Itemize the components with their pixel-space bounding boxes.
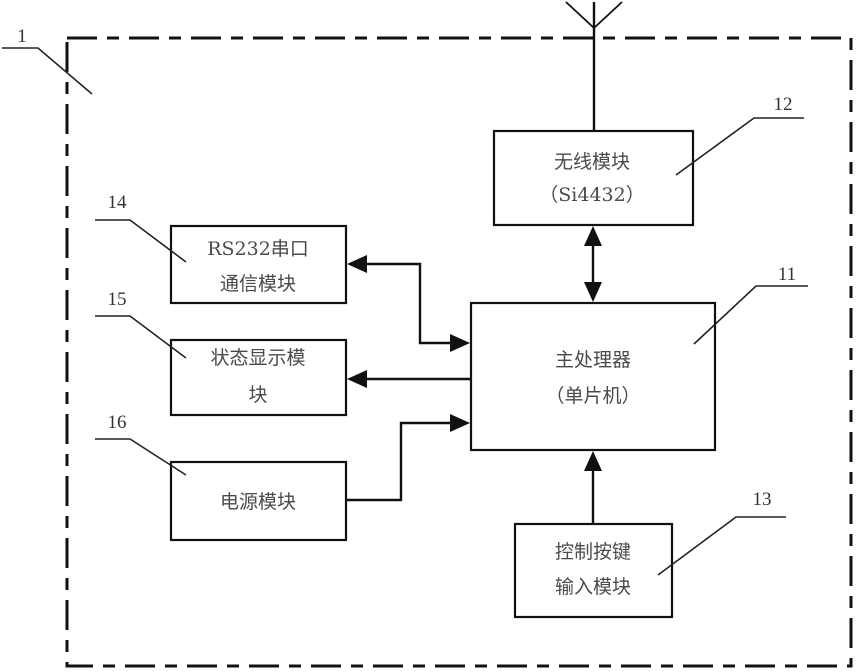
connector-keypad-processor xyxy=(584,451,602,523)
main-processor-block[interactable]: 主处理器 （单片机） xyxy=(469,301,717,452)
ref-label-14: 14 xyxy=(108,192,128,213)
connector-processor-status xyxy=(347,370,470,388)
leader-line-14 xyxy=(95,219,187,263)
arrow-left-icon xyxy=(347,255,367,273)
ref-label-16: 16 xyxy=(108,412,127,433)
ref-label-12: 12 xyxy=(774,94,793,115)
status-display-module-block[interactable]: 状态显示模 块 xyxy=(169,338,348,417)
status-label-line2: 块 xyxy=(248,384,267,406)
leader-line-15 xyxy=(95,315,187,359)
connector-power-processor xyxy=(346,414,470,502)
arrow-right-icon xyxy=(450,414,470,432)
leader-line-1 xyxy=(2,47,93,95)
status-label-line1: 状态显示模 xyxy=(210,347,305,369)
leader-line-11 xyxy=(693,285,808,345)
ref-label-11: 11 xyxy=(778,264,796,285)
wireless-module-label-line2: （Si4432） xyxy=(539,184,644,206)
wireless-module-label-line1: 无线模块 xyxy=(554,151,630,173)
enclosure-frame xyxy=(65,36,853,668)
connector-rs232-processor xyxy=(347,255,470,352)
main-processor-label-line2: （单片机） xyxy=(545,385,640,407)
keypad-label-line2: 输入模块 xyxy=(555,576,631,598)
power-label: 电源模块 xyxy=(220,491,296,513)
keypad-input-module-block[interactable]: 控制按键 输入模块 xyxy=(513,522,674,619)
ref-label-13: 13 xyxy=(753,489,772,510)
ref-label-1: 1 xyxy=(17,26,27,47)
power-module-block[interactable]: 电源模块 xyxy=(169,460,348,542)
wireless-module-block[interactable]: 无线模块 （Si4432） xyxy=(492,129,695,227)
main-processor-label-line1: 主处理器 xyxy=(555,349,631,371)
arrow-up-icon xyxy=(584,451,602,471)
rs232-label-line2: 通信模块 xyxy=(220,273,296,295)
leader-line-13 xyxy=(657,516,786,576)
rs232-label-line1: RS232串口 xyxy=(207,238,309,260)
arrow-up-icon xyxy=(584,226,602,246)
rs232-module-block[interactable]: RS232串口 通信模块 xyxy=(169,224,348,305)
arrow-down-icon xyxy=(584,282,602,302)
arrow-right-icon xyxy=(450,334,470,352)
connector-wireless-processor xyxy=(584,226,602,302)
leader-line-12 xyxy=(675,117,804,176)
arrow-left-icon xyxy=(347,370,367,388)
leader-line-16 xyxy=(95,438,187,476)
ref-label-15: 15 xyxy=(108,289,127,310)
antenna-icon xyxy=(565,1,623,130)
keypad-label-line1: 控制按键 xyxy=(555,541,631,563)
